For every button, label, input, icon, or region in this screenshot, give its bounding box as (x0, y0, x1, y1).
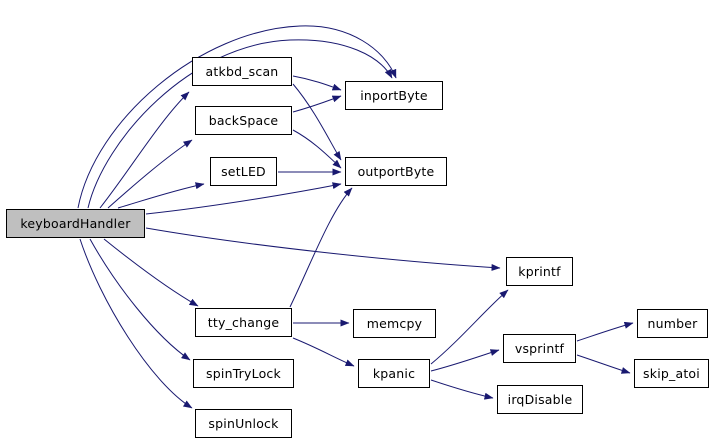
edge-keyboardHandler-to-atkbd_scan (99, 91, 190, 209)
node-memcpy[interactable]: memcpy (353, 309, 436, 338)
edge-atkbd_scan-to-inportByte (292, 75, 342, 91)
edge-keyboardHandler-to-setLED (117, 182, 205, 209)
node-spinTryLock[interactable]: spinTryLock (193, 359, 294, 388)
edge-keyboardHandler-to-inportByte (87, 39, 393, 209)
node-backSpace[interactable]: backSpace (195, 106, 292, 135)
node-kpanic[interactable]: kpanic (358, 359, 430, 388)
edge-vsprintf-to-skip_atoi (576, 354, 631, 374)
node-setLED[interactable]: setLED (210, 157, 277, 186)
node-kprintf[interactable]: kprintf (506, 257, 573, 286)
edge-vsprintf-to-number (576, 321, 634, 342)
edge-tty_change-to-outportByte (289, 187, 353, 308)
node-label: inportByte (360, 88, 428, 103)
edge-keyboardHandler-to-inportByte (77, 25, 397, 209)
node-label: backSpace (208, 113, 279, 128)
node-label: skip_atoi (643, 366, 700, 381)
node-label: spinUnlock (208, 416, 279, 431)
node-atkbd_scan[interactable]: atkbd_scan (192, 57, 292, 86)
node-label: spinTryLock (206, 366, 281, 381)
edge-keyboardHandler-to-kprintf (145, 227, 501, 271)
node-tty_change[interactable]: tty_change (195, 308, 292, 337)
node-number[interactable]: number (637, 309, 708, 338)
edge-backSpace-to-outportByte (292, 129, 342, 169)
node-irqDisable[interactable]: irqDisable (497, 385, 583, 414)
edge-backSpace-to-inportByte (292, 95, 342, 113)
node-label: memcpy (366, 316, 423, 331)
node-label: kpanic (372, 366, 416, 381)
node-label: setLED (221, 164, 266, 179)
edge-keyboardHandler-to-tty_change (103, 238, 199, 307)
node-label: irqDisable (507, 392, 573, 407)
node-inportByte[interactable]: inportByte (345, 81, 443, 110)
edge-kpanic-to-irqDisable (430, 379, 494, 400)
edge-kpanic-to-kprintf (430, 289, 509, 365)
edge-keyboardHandler-to-spinUnlock (79, 238, 193, 409)
node-label: atkbd_scan (205, 64, 279, 79)
node-label: tty_change (207, 315, 280, 330)
node-vsprintf[interactable]: vsprintf (503, 334, 576, 363)
edge-tty_change-to-kpanic (292, 337, 355, 367)
node-label: outportByte (357, 164, 435, 179)
node-label: vsprintf (514, 341, 565, 356)
edges (77, 25, 634, 409)
node-keyboardHandler[interactable]: keyboardHandler (6, 209, 145, 238)
edge-keyboardHandler-to-outportByte (145, 182, 342, 215)
node-label: keyboardHandler (20, 216, 131, 231)
edge-atkbd_scan-to-outportByte (292, 83, 342, 161)
node-skip_atoi[interactable]: skip_atoi (634, 359, 709, 388)
node-label: number (647, 316, 698, 331)
edge-keyboardHandler-to-spinTryLock (89, 238, 191, 361)
edge-keyboardHandler-to-backSpace (107, 139, 193, 209)
node-outportByte[interactable]: outportByte (345, 157, 447, 186)
edge-kpanic-to-vsprintf (430, 349, 500, 372)
node-label: kprintf (518, 264, 561, 279)
node-spinUnlock[interactable]: spinUnlock (195, 409, 292, 438)
